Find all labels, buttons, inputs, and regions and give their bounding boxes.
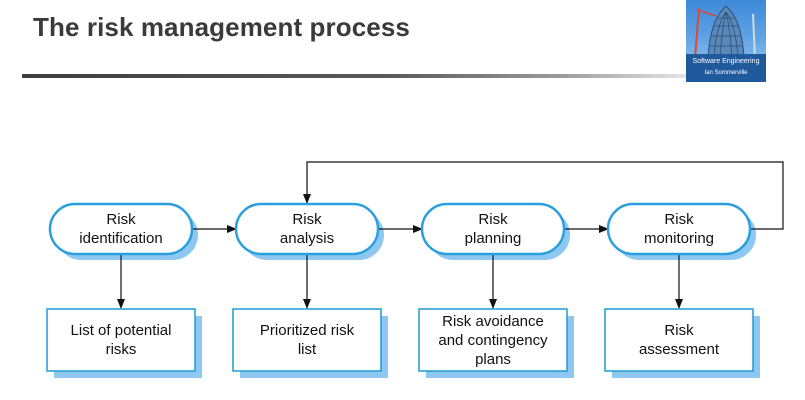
process-node-risk-monitoring [606, 202, 752, 256]
output-label-prioritized-risk-list: Prioritized risk list [259, 322, 355, 358]
output-box-prioritized-risk-list [232, 308, 382, 372]
process-label-risk-planning: Risk planning [464, 211, 522, 247]
book-cover-title: Software Engineering [692, 58, 760, 65]
process-node-risk-planning [420, 202, 566, 256]
output-box-risk-assessment [604, 308, 754, 372]
process-label-risk-identification: Risk identification [79, 211, 163, 247]
feedback-loop-arrow [303, 161, 784, 230]
process-node-risk-identification [48, 202, 194, 256]
process-label-risk-analysis: Risk analysis [279, 211, 335, 247]
title-divider [22, 74, 692, 78]
cover-artwork [686, 5, 766, 82]
output-box-risk-avoidance-and-contingency-plans [418, 308, 568, 372]
page-title: The risk management process [33, 12, 410, 42]
process-node-risk-analysis [234, 202, 380, 256]
output-box-list-of-potential-risks [46, 308, 196, 372]
output-label-risk-assessment: Risk assessment [638, 322, 720, 358]
book-cover-author: Ian Sommerville [704, 70, 748, 76]
book-cover-image: Software Engineering Ian Sommerville [686, 0, 766, 82]
output-label-list-of-potential-risks: List of potential risks [70, 322, 172, 358]
process-label-risk-monitoring: Risk monitoring [643, 211, 715, 247]
output-label-risk-avoidance-and-contingency-plans: Risk avoidance and contingency plans [438, 312, 548, 368]
